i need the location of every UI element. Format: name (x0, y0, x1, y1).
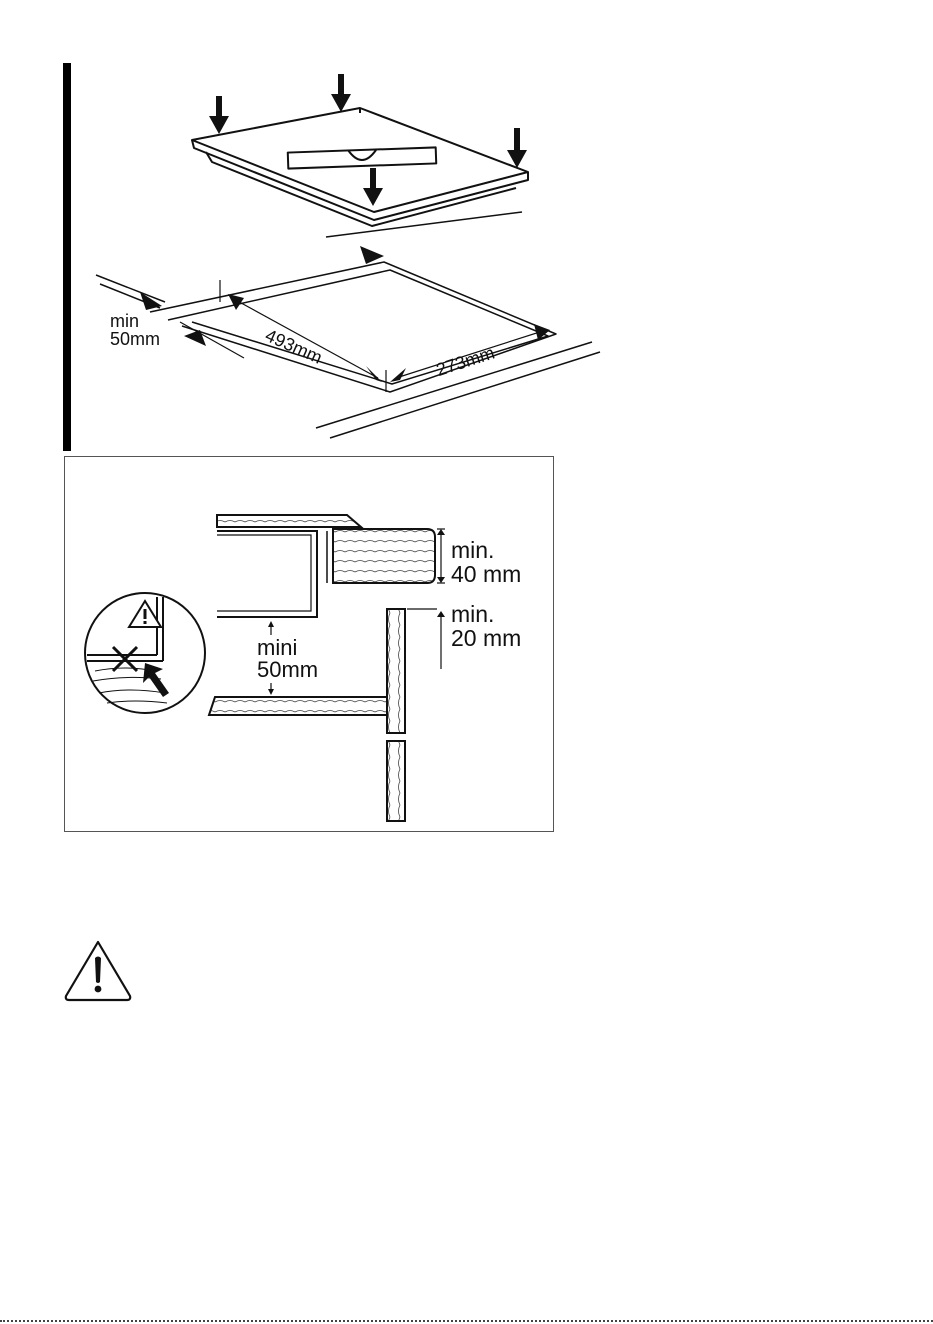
page-bottom-border (0, 1320, 933, 1322)
worktop-min-label-line2: 40 mm (451, 563, 521, 586)
worktop-min-label-line1: min. (451, 539, 494, 562)
worktop-back-line (326, 212, 522, 237)
min-label-line2: 50mm (110, 330, 160, 348)
hob-body-outline (217, 531, 317, 617)
push-arrow-left-icon (209, 96, 229, 134)
hob-diagram (0, 0, 933, 455)
gap-min-label-line1: min. (451, 603, 494, 626)
arrowhead-back-icon (360, 246, 384, 264)
worktop-block (333, 529, 435, 583)
gap-min-label-line2: 20 mm (451, 627, 521, 650)
arrowhead-depth-end-icon (366, 366, 382, 382)
cabinet-side-panel (387, 609, 405, 733)
cabinet-lower-panel (387, 741, 405, 821)
worktop-left-line (96, 275, 165, 302)
hob-top-plate (217, 515, 361, 527)
dim-line-depth (232, 298, 378, 378)
top-figure: min 50mm 493mm 273mm (0, 0, 933, 455)
clearance-label-line2: 50mm (257, 659, 318, 681)
warning-triangle-icon (62, 938, 134, 1002)
clearance-label-line1: mini (257, 637, 297, 659)
min-label-line1: min (110, 312, 139, 330)
cabinet-shelf (209, 697, 387, 715)
bottom-figure: min. 40 mm min. 20 mm mini 50mm (64, 456, 554, 832)
push-arrow-right-icon (507, 128, 527, 168)
arrowhead-depth-start-icon (228, 294, 244, 310)
push-arrow-back-icon (331, 74, 351, 112)
